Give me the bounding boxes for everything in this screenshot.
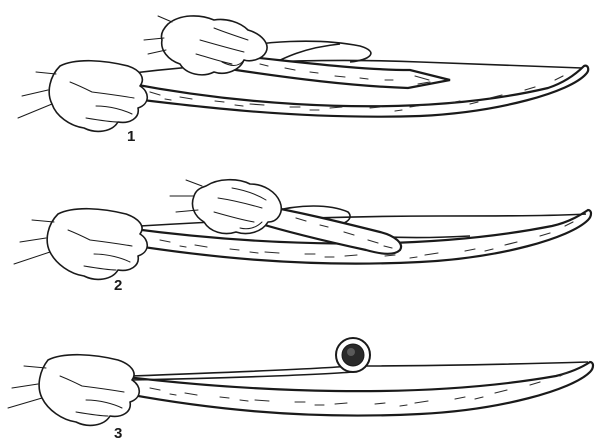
- step-2-number: 2: [114, 277, 122, 294]
- step-3-spindle-end-view: [336, 338, 370, 372]
- step-1-number: 1: [127, 128, 135, 145]
- step-3-number: 3: [114, 425, 122, 442]
